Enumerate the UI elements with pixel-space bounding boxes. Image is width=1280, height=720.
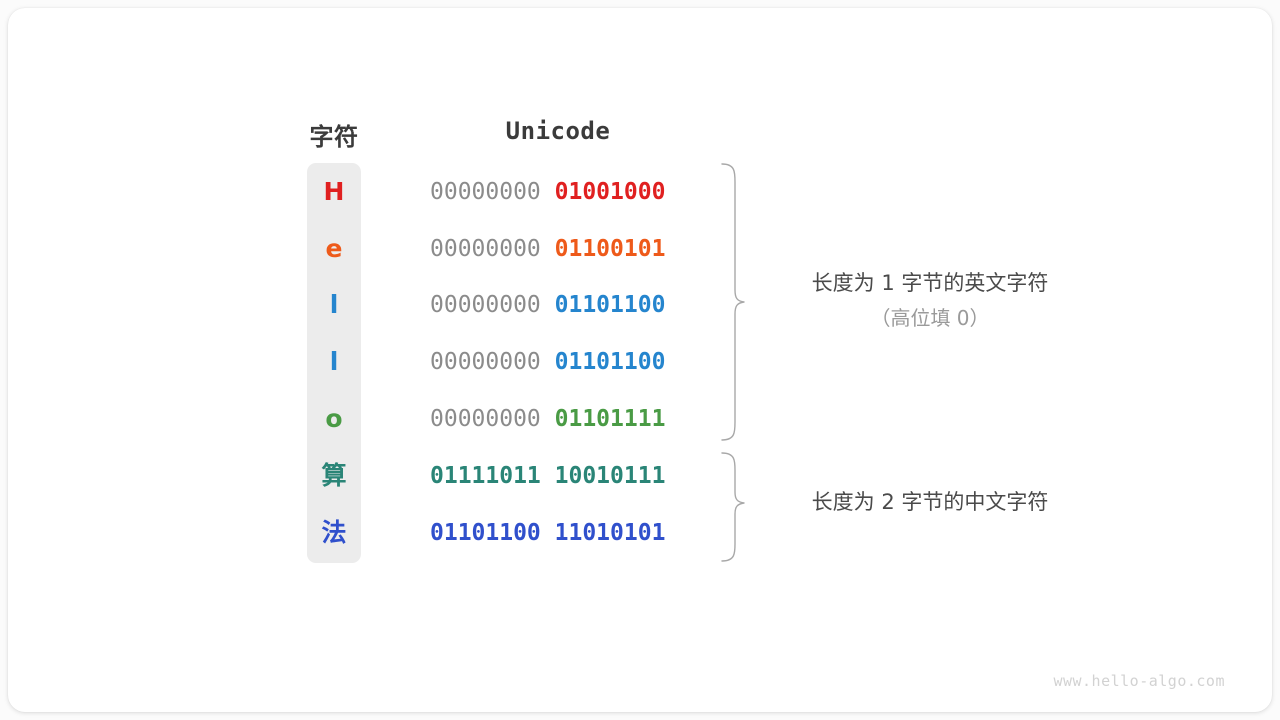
annotation-double-byte-main: 长度为 2 字节的中文字符 (811, 490, 1049, 514)
annotation-single-byte-main: 长度为 1 字节的英文字符 (811, 271, 1049, 295)
byte-separator (541, 349, 555, 375)
high-byte: 00000000 (430, 349, 541, 375)
byte-separator (541, 406, 555, 432)
low-byte: 01101100 (554, 292, 666, 318)
diagram-card (8, 8, 1272, 712)
byte-separator (541, 236, 555, 262)
high-byte: 01111011 (430, 463, 541, 489)
row-unicode-bits: 00000000 01101111 (430, 402, 665, 436)
byte-separator (541, 179, 555, 205)
high-byte: 00000000 (430, 179, 541, 205)
row-character: 算 (321, 461, 347, 490)
high-byte: 01101100 (430, 520, 541, 546)
high-byte: 00000000 (430, 292, 541, 318)
annotation-double-byte: 长度为 2 字节的中文字符 (760, 484, 1100, 520)
low-byte: 11010101 (554, 520, 666, 546)
row-character: 法 (321, 518, 347, 547)
row-character: e (325, 234, 343, 263)
high-byte: 00000000 (430, 236, 541, 262)
row-character: o (325, 404, 343, 433)
byte-separator (541, 292, 555, 318)
row-character: H (323, 177, 345, 206)
high-byte: 00000000 (430, 406, 541, 432)
annotation-single-byte: 长度为 1 字节的英文字符 （高位填 0） (760, 265, 1100, 335)
character-column-background (307, 163, 361, 563)
low-byte: 01100101 (554, 236, 666, 262)
low-byte: 10010111 (554, 463, 666, 489)
column-header-unicode: Unicode (505, 117, 611, 145)
row-unicode-bits: 00000000 01100101 (430, 232, 665, 266)
low-byte: 01101111 (554, 406, 666, 432)
byte-separator (541, 520, 555, 546)
row-character: l (329, 347, 339, 376)
watermark: www.hello-algo.com (1053, 672, 1225, 690)
byte-separator (541, 463, 555, 489)
row-unicode-bits: 00000000 01101100 (430, 288, 665, 322)
column-header-character: 字符 (309, 123, 359, 151)
row-unicode-bits: 00000000 01101100 (430, 345, 665, 379)
row-character: l (329, 290, 339, 319)
row-unicode-bits: 00000000 01001000 (430, 175, 665, 209)
low-byte: 01001000 (554, 179, 666, 205)
low-byte: 01101100 (554, 349, 666, 375)
row-unicode-bits: 01101100 11010101 (430, 516, 665, 550)
row-unicode-bits: 01111011 10010111 (430, 459, 665, 493)
annotation-single-byte-sub: （高位填 0） (870, 306, 990, 330)
